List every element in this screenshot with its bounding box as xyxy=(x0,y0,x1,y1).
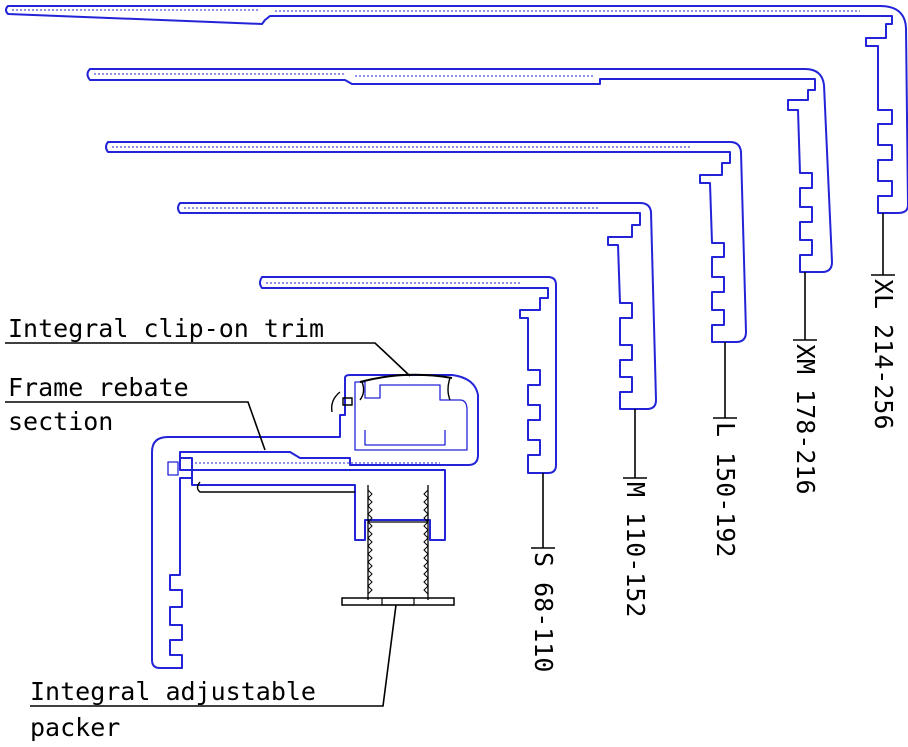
frame-rebate-profile xyxy=(151,374,479,669)
profile-xl xyxy=(5,5,908,214)
size-tag-l: L 150-192 xyxy=(711,422,740,557)
size-tag-m: M 110-152 xyxy=(621,482,650,617)
profile-l xyxy=(105,141,747,343)
leader-lines xyxy=(5,213,895,707)
profile-s xyxy=(259,276,557,474)
profile-m xyxy=(177,202,657,410)
label-adjustable-packer-line1: Integral adjustable xyxy=(30,677,316,706)
label-clip-on-trim: Integral clip-on trim xyxy=(8,314,324,343)
label-frame-rebate-line2: section xyxy=(8,407,113,436)
clip-on-trim xyxy=(330,373,453,413)
profile-xm xyxy=(86,68,833,273)
label-adjustable-packer-line2: packer xyxy=(30,713,120,742)
size-tag-xl: XL 214-256 xyxy=(869,279,898,430)
size-tag-s: S 68-110 xyxy=(529,552,558,672)
adjustable-packer xyxy=(196,481,455,606)
label-frame-rebate-line1: Frame rebate xyxy=(8,373,189,402)
size-tag-xm: XM 178-216 xyxy=(791,344,820,495)
